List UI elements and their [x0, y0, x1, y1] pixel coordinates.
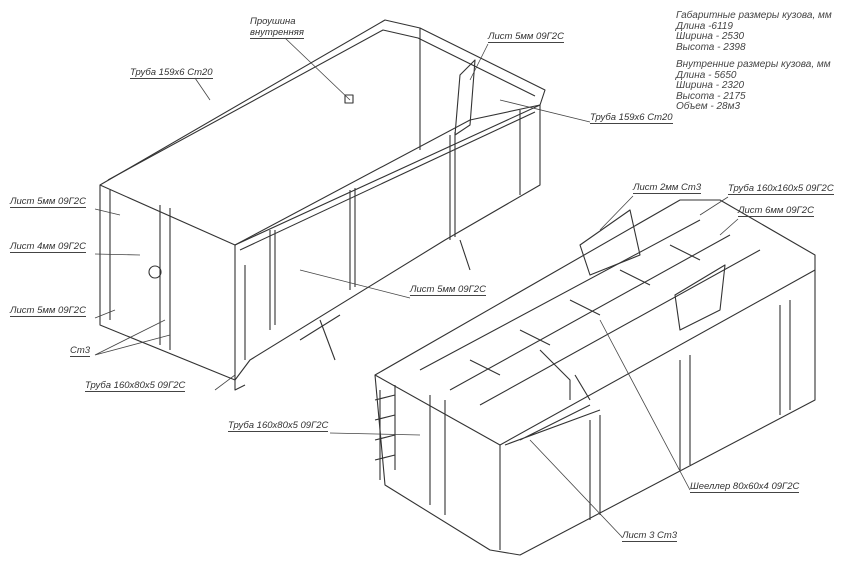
label-sheet-left-2: Лист 4мм 09Г2С [10, 241, 86, 253]
dimensions-spec: Габаритные размеры кузова, мм Длина -611… [676, 10, 832, 113]
spec-line: Длина - 5650 [676, 69, 737, 81]
closed-body-right [374, 199, 816, 556]
spec-line: Высота - 2175 [676, 90, 746, 102]
overall-title: Габаритные размеры кузова, мм [676, 10, 832, 21]
label-sheet-top: Лист 5мм 09Г2С [488, 31, 564, 43]
label-pipe-160: Труба 160х160х5 09Г2С [728, 183, 834, 195]
label-sheet-3: Лист 3 Ст3 [622, 530, 678, 542]
label-sheet-middle: Лист 5мм 09Г2С [410, 284, 486, 296]
label-sheet-left-3: Лист 5мм 09Г2С [10, 305, 86, 317]
label-pipe-second: Труба 160х80х5 09Г2С [228, 420, 329, 432]
label-sheet-6mm: Лист 6мм 09Г2С [738, 205, 814, 217]
spec-line: Длина -6119 [676, 20, 733, 32]
spec-line: Ширина - 2530 [676, 31, 745, 42]
spec-line: Ширина - 2320 [676, 80, 745, 91]
label-pipe-bottom-left: Труба 160х80х5 09Г2С [85, 380, 186, 392]
spec-line: Объем - 28м3 [676, 101, 741, 112]
label-sheet-2mm: Лист 2мм Ст3 [633, 182, 702, 194]
spec-line: Высота - 2398 [676, 41, 746, 53]
label-sheet-left-1: Лист 5мм 09Г2С [10, 196, 86, 208]
label-st3: Ст3 [70, 345, 91, 357]
label-pipe-top-right: Труба 159х6 Ст20 [590, 112, 673, 124]
label-channel: Шееллер 80х60х4 09Г2С [690, 481, 800, 493]
open-body-left [99, 19, 546, 391]
label-pipe-top-left: Труба 159х6 Ст20 [130, 67, 213, 79]
inner-title: Внутренние размеры кузова, мм [676, 59, 831, 70]
leader-lines [94, 37, 739, 538]
label-eye: Проушина [250, 16, 296, 27]
label-eye-2: внутренняя [250, 27, 304, 39]
